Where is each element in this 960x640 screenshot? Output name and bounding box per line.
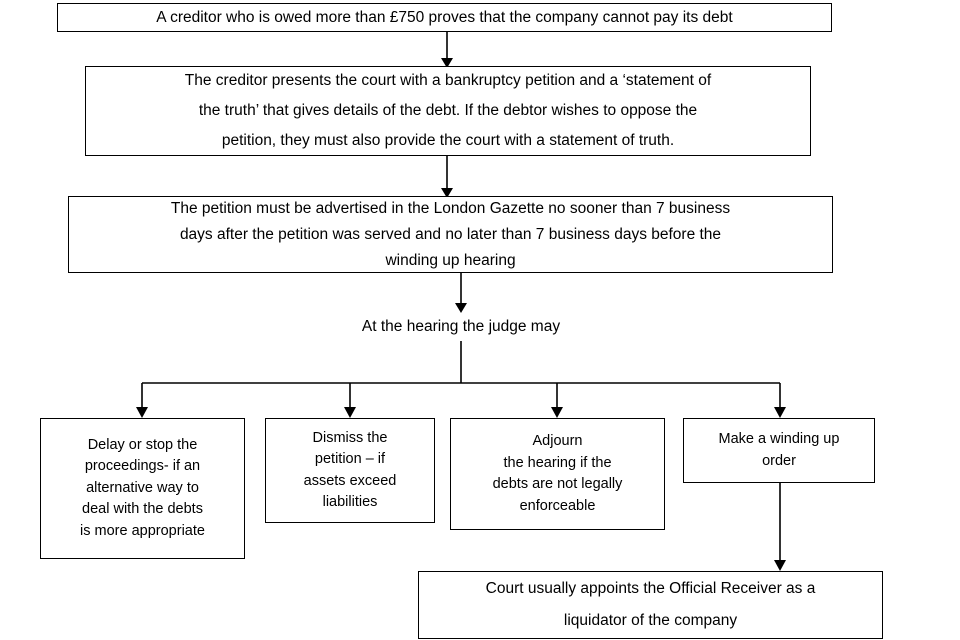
node-outcome-winding-up-order-text: Make a winding up order [718,431,840,469]
node-step2-text: The creditor presents the court with a b… [184,72,712,149]
arrowhead-step3-hearing [455,303,467,313]
arrowhead-outcome4-final [774,560,786,571]
arrowhead-branch-1 [136,407,148,418]
node-step3-advertise-gazette: The petition must be advertised in the L… [68,196,833,273]
node-outcome-winding-up-order: Make a winding up order [683,418,875,483]
node-step1-text: A creditor who is owed more than £750 pr… [156,8,733,26]
label-at-the-hearing: At the hearing the judge may [311,313,611,341]
node-outcome-adjourn-hearing: Adjourn the hearing if the debts are not… [450,418,665,530]
node-step3-text: The petition must be advertised in the L… [170,199,731,269]
node-step2-present-petition: The creditor presents the court with a b… [85,66,811,156]
node-final-official-receiver: Court usually appoints the Official Rece… [418,571,883,639]
node-step1-creditor-owed: A creditor who is owed more than £750 pr… [57,3,832,32]
node-outcome-delay-or-stop-text: Delay or stop the proceedings- if an alt… [80,436,205,539]
node-outcome-dismiss-petition-text: Dismiss the petition – if assets exceed … [303,429,397,511]
arrowhead-branch-4 [774,407,786,418]
arrowhead-branch-3 [551,407,563,418]
node-outcome-delay-or-stop: Delay or stop the proceedings- if an alt… [40,418,245,559]
node-outcome-adjourn-hearing-text: Adjourn the hearing if the debts are not… [492,433,623,514]
node-final-official-receiver-text: Court usually appoints the Official Rece… [485,580,816,629]
node-outcome-dismiss-petition: Dismiss the petition – if assets exceed … [265,418,435,523]
label-at-the-hearing-text: At the hearing the judge may [361,318,561,335]
arrowhead-branch-2 [344,407,356,418]
